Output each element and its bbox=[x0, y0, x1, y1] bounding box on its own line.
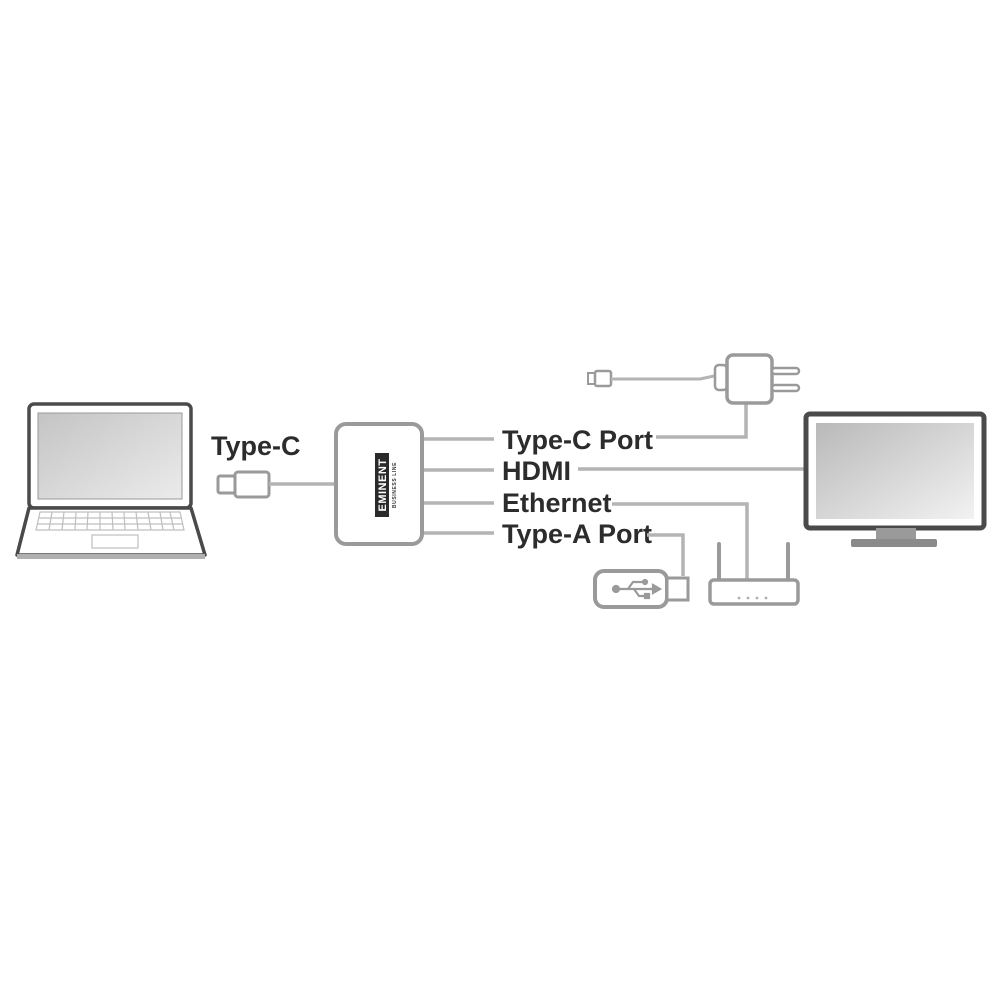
usb-line bbox=[647, 533, 685, 576]
usb-symbol-icon bbox=[611, 578, 663, 600]
monitor-icon bbox=[803, 411, 987, 547]
router-status-leds bbox=[737, 596, 768, 600]
monitor-neck bbox=[876, 528, 916, 540]
monitor-stand bbox=[851, 539, 937, 547]
laptop-keyboard bbox=[35, 511, 185, 531]
output-lines bbox=[424, 437, 494, 535]
laptop-icon bbox=[15, 402, 207, 559]
laptop-screen bbox=[37, 412, 183, 500]
hub-tagline: BUSINESS LINE bbox=[392, 462, 398, 508]
laptop-touchpad bbox=[91, 534, 139, 549]
laptop-base-edge bbox=[17, 554, 205, 559]
input-port-label: Type-C bbox=[211, 431, 301, 461]
device-connector-lines bbox=[578, 404, 808, 580]
typea-port-label: Type-A Port bbox=[502, 519, 652, 549]
power-adapter-icon bbox=[587, 353, 801, 405]
adapter-hub: EMINENT BUSINESS LINE bbox=[334, 422, 424, 546]
hub-logo: EMINENT BUSINESS LINE bbox=[375, 453, 398, 517]
monitor-screen bbox=[816, 423, 974, 519]
hdmi-label: HDMI bbox=[502, 456, 571, 486]
ethernet-line bbox=[612, 502, 749, 580]
power-line bbox=[656, 404, 748, 439]
ethernet-label: Ethernet bbox=[502, 488, 612, 518]
typec-port-label: Type-C Port bbox=[502, 425, 653, 455]
usb-flash-drive-icon bbox=[593, 569, 690, 609]
type-c-plug-icon bbox=[216, 470, 271, 499]
hub-brand: EMINENT bbox=[377, 459, 389, 512]
wifi-router-icon bbox=[708, 542, 800, 606]
